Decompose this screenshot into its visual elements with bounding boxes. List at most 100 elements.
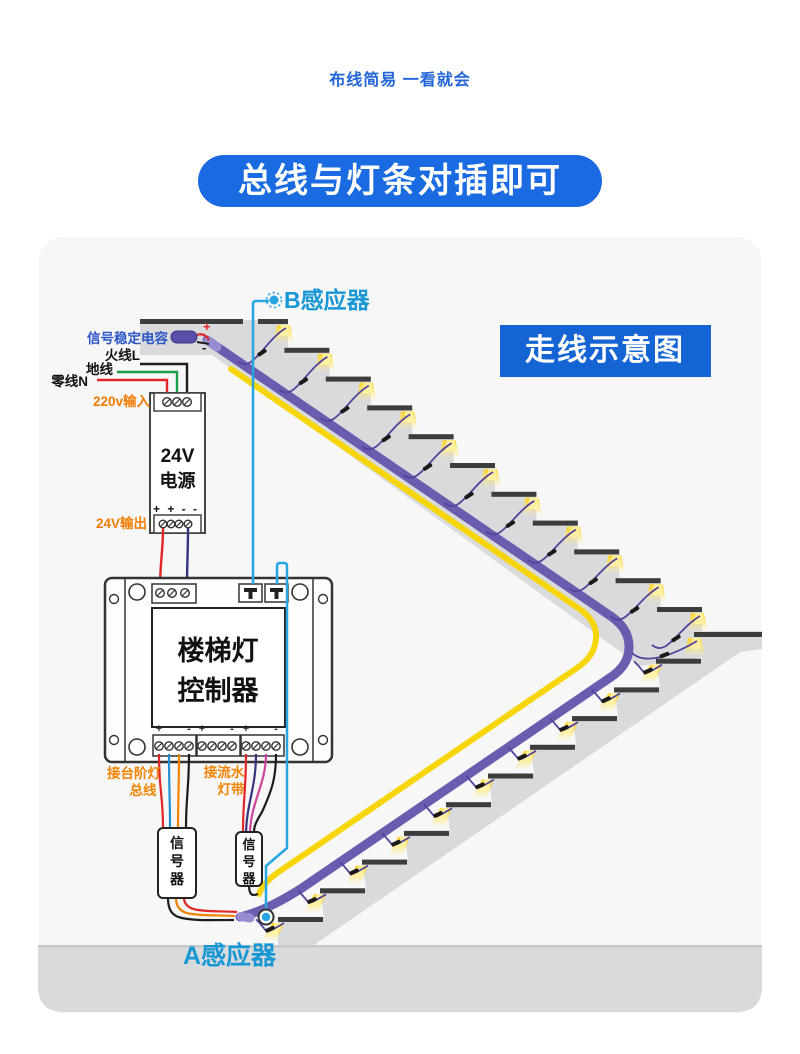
signal-box: 信号器 [235, 831, 263, 887]
ground-edge [38, 945, 762, 948]
b-sensor-wire [251, 299, 269, 584]
capacitor-minus-mark: - [202, 340, 206, 355]
signal-box-label: 器 [241, 871, 256, 886]
bus-output-label-2: 总线 [130, 782, 157, 798]
step-light-core [652, 584, 663, 596]
branch-connector [391, 839, 401, 847]
screw-slot [185, 521, 191, 527]
screw-slot [252, 742, 260, 750]
signal-box-label: 信 [242, 837, 255, 852]
branch-connector [588, 577, 598, 586]
b-sensor-label: B感应器 [284, 287, 371, 313]
branch-connector [671, 634, 681, 643]
psu-polarity-marks: + + - - [153, 502, 199, 516]
terminal-polarity-mark: + [243, 723, 249, 735]
signal-box-label: 号 [170, 853, 184, 869]
neutral-label: 零线N [50, 373, 88, 389]
signal-box-label: 号 [242, 854, 255, 869]
branch-connector [629, 606, 640, 614]
terminal-polarity-mark: - [187, 723, 191, 735]
branch-connector [643, 667, 653, 675]
branch-connector [464, 491, 474, 500]
branch-connector [265, 925, 275, 933]
screw-slot [168, 589, 176, 597]
cable-end-cap-top [203, 336, 222, 352]
capacitor-label: 信号稳定电容 [87, 330, 168, 346]
earth-label: 地线 [86, 361, 113, 377]
branch-connector [381, 434, 391, 443]
tread-bar [278, 917, 323, 922]
psu-label-1: 24V [161, 446, 195, 467]
psu-label-2: 电源 [160, 470, 196, 491]
tread-bar [367, 405, 413, 411]
branch-connector [257, 348, 267, 357]
tread-bar [446, 802, 491, 808]
legend-box [500, 325, 711, 377]
tread-bar [657, 607, 702, 612]
step-light-core [280, 325, 290, 336]
box1-out-orange [174, 897, 236, 918]
output-24v-label: 24V输出 [96, 515, 147, 531]
stair-light-controller: 楼梯灯 控制器 +-+-+- [103, 576, 334, 764]
strip-output-label-2: 灯带 [218, 781, 245, 797]
tread-bar [530, 744, 575, 750]
screw-slot [163, 398, 171, 406]
capacitor-plus-mark: + [203, 319, 211, 334]
screw-slot [183, 398, 191, 406]
branch-connector [340, 405, 350, 414]
tread-bar [532, 520, 578, 526]
branch-connector [659, 651, 670, 659]
branch-connector [298, 377, 309, 386]
psu-24v: 24V 电源 + + - - [149, 392, 206, 534]
b-sensor-icon [265, 291, 283, 309]
screw-slot [208, 742, 216, 750]
tread-bar [656, 658, 701, 664]
screw-slot [185, 742, 193, 750]
tread-bar [572, 716, 617, 722]
strip-wire-magenta [248, 753, 268, 833]
branch-connector [422, 463, 433, 471]
signal-box: 信号器 [157, 827, 197, 899]
box1-out-red [182, 897, 238, 914]
screw-slot [272, 742, 280, 750]
screw-slot [218, 742, 226, 750]
a-sensor-icon [257, 908, 275, 926]
branch-connector [307, 897, 317, 904]
neutral-wire [97, 378, 169, 397]
legend-label: 走线示意图 [525, 333, 685, 367]
screw-slot [242, 742, 250, 750]
branch-connector [601, 696, 611, 704]
tread-bar [258, 319, 288, 324]
step-light-core [445, 440, 456, 452]
strip-wire-black [252, 753, 278, 833]
tread-bar [362, 859, 407, 865]
screw-slot [160, 521, 166, 527]
step-light-core [691, 638, 701, 649]
controller-name-2: 控制器 [178, 676, 260, 706]
screw-slot [165, 742, 173, 750]
screw-slot [168, 521, 174, 527]
wiring-diagram: + - 24V 电源 + + - - [38, 287, 762, 1012]
tread-bar [614, 687, 659, 693]
tread-bar [615, 578, 661, 584]
branch-connector [517, 753, 527, 761]
step-light-core [528, 497, 539, 509]
strip-wire-navy [244, 753, 258, 833]
branch-connector [559, 724, 569, 732]
step-light-core [404, 411, 415, 423]
branch-connector [505, 520, 516, 528]
landing-edge [694, 632, 762, 637]
signal-box-label: 信 [170, 835, 184, 851]
branch-connector [475, 782, 485, 790]
page-title: 布线简易 一看就会 [329, 72, 471, 89]
tread-bar [450, 463, 495, 468]
upper-floor-edge [140, 319, 243, 324]
input-220v-label: 220v输入 [93, 393, 151, 409]
subtitle-badge: 总线与灯条对插即可 [198, 155, 602, 207]
tread-bar [491, 491, 537, 497]
controller-name-1: 楼梯灯 [178, 636, 259, 666]
tread-bar [284, 347, 330, 353]
strip-wire-red [241, 753, 248, 833]
branch-connector [547, 548, 557, 557]
a-sensor-label: A感应器 [183, 941, 277, 970]
